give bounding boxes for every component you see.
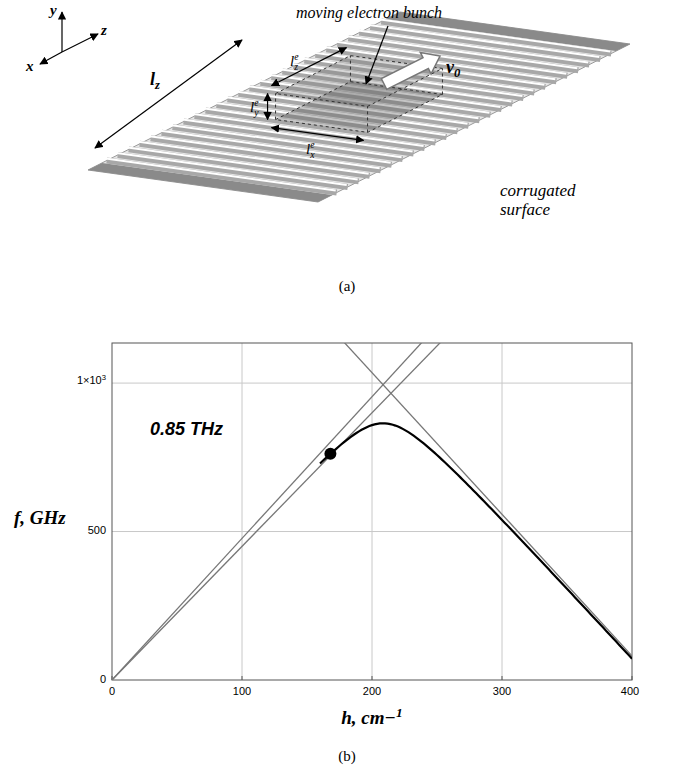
operating-point (324, 448, 336, 460)
tick-label: 0 (109, 685, 115, 697)
dimension-label: lez (290, 52, 299, 72)
bunch-width-arrow (272, 128, 364, 141)
x-axis-arrow (40, 52, 62, 64)
z-axis-arrow (62, 34, 98, 52)
tick-label: 400 (621, 685, 639, 697)
axis-label: x (26, 58, 34, 75)
tick-label: 100 (233, 685, 251, 697)
axis-label: z (101, 22, 107, 39)
bunch-label: moving electron bunch (296, 4, 442, 22)
bunch-leader (366, 26, 388, 84)
dimension-label: lz (150, 70, 160, 93)
tick-label: 0 (100, 673, 106, 685)
backward-line (307, 343, 632, 656)
velocity-arrow (381, 52, 440, 89)
plot-frame (112, 343, 632, 680)
grid (112, 343, 632, 680)
corrugation-ribs (106, 19, 612, 192)
panel-label: (a) (339, 278, 356, 295)
plate-length-arrow (95, 40, 242, 148)
tick-label: 1×103 (77, 374, 106, 386)
bunch-length-arrow (272, 48, 347, 86)
y-axis-arrow (61, 12, 62, 52)
tick-label: 300 (493, 685, 511, 697)
dimension-label: lex (306, 140, 315, 160)
light-line (112, 343, 450, 680)
corrugated-plate (88, 12, 630, 202)
tick-label: 200 (363, 685, 381, 697)
point-label: 0.85 THz (150, 420, 223, 440)
panel-label: (b) (338, 748, 356, 765)
velocity-label: v0 (446, 58, 460, 81)
dispersion-curve (320, 423, 632, 658)
axis-title: f, GHz (14, 508, 66, 529)
axis-title: h, cm−1 (341, 706, 402, 729)
tick-label: 500 (88, 524, 106, 536)
bunch-height-arrow (267, 94, 268, 120)
beam-line (112, 343, 463, 680)
axis-label: y (50, 2, 57, 19)
dimension-label: ley (250, 98, 259, 118)
surface-label: corrugated surface (500, 182, 600, 219)
